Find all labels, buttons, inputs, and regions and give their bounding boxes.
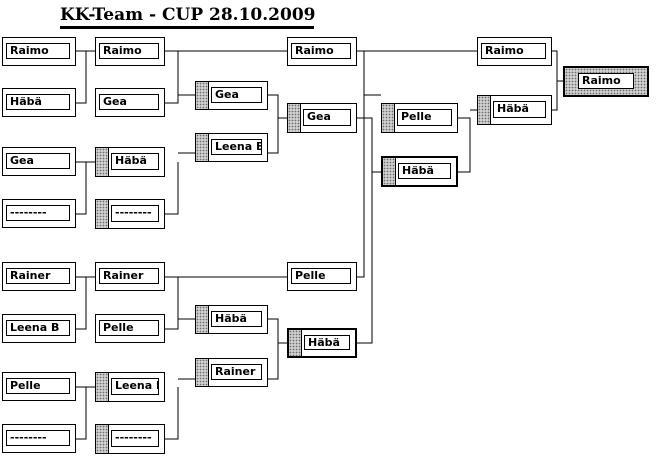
match-slot-r1-7: Pelle [2, 372, 76, 401]
player-name: Häbä [211, 311, 262, 327]
match-slot-r4-2: Gea [287, 103, 357, 133]
player-name: -------- [6, 205, 70, 221]
match-slot-r3-1: Gea [195, 81, 268, 110]
player-name: Häbä [493, 101, 546, 118]
match-slot-r1-1: Raimo [2, 37, 76, 66]
match-slot-r4-4: Häbä [287, 328, 357, 358]
match-slot-r5-1: Pelle [381, 103, 458, 133]
match-slot-r6-1: Raimo [477, 37, 552, 66]
player-name: Raimo [99, 43, 159, 59]
match-slot-r5-2: Häbä [381, 156, 458, 187]
player-name: -------- [111, 205, 159, 222]
seed-marker [96, 373, 109, 401]
player-name: Raimo [481, 43, 546, 59]
player-name: Pelle [6, 378, 70, 394]
player-name: Häbä [6, 94, 70, 110]
player-name: Pelle [397, 109, 452, 126]
match-slot-r1-5: Rainer [2, 262, 76, 291]
match-slot-r4-3: Pelle [287, 262, 357, 291]
match-slot-r3-2: Leena B [195, 133, 268, 162]
player-name: Gea [99, 94, 159, 110]
match-slot-r1-4: -------- [2, 199, 76, 228]
seed-marker [383, 158, 396, 185]
player-name: Leena B [111, 378, 159, 395]
bracket-title: KK-Team - CUP 28.10.2009 [60, 3, 316, 29]
player-name: -------- [6, 430, 70, 446]
player-name: Gea [303, 109, 351, 126]
match-slot-r1-2: Häbä [2, 88, 76, 117]
seed-marker [196, 82, 209, 109]
match-slot-r6-2: Häbä [477, 95, 552, 125]
player-name: Leena B [211, 139, 262, 155]
champion-name: Raimo [578, 73, 634, 89]
player-name: Pelle [291, 268, 351, 284]
seed-marker [382, 104, 395, 132]
seed-marker [289, 330, 302, 356]
player-name: Leena B [6, 320, 70, 336]
match-slot-r1-6: Leena B [2, 314, 76, 343]
seed-marker [196, 359, 209, 386]
seed-marker [96, 200, 109, 228]
player-name: Raimo [291, 43, 351, 59]
player-name: Rainer [99, 268, 159, 284]
match-slot-r3-4: Rainer [195, 358, 268, 387]
match-slot-r2-5: Rainer [95, 262, 165, 291]
player-name: Rainer [6, 268, 70, 284]
player-name: Gea [6, 153, 70, 169]
player-name: Rainer [211, 364, 262, 380]
champion-slot: Raimo [563, 66, 649, 97]
match-slot-r2-2: Gea [95, 88, 165, 117]
match-slot-r3-3: Häbä [195, 305, 268, 334]
player-name: Pelle [99, 320, 159, 336]
match-slot-r2-1: Raimo [95, 37, 165, 66]
match-slot-r2-7: Leena B [95, 372, 165, 402]
player-name: -------- [111, 430, 159, 447]
seed-marker [96, 148, 109, 176]
seed-marker [196, 306, 209, 333]
seed-marker [196, 134, 209, 161]
match-slot-r4-1: Raimo [287, 37, 357, 66]
seed-marker [478, 96, 491, 124]
player-name: Gea [211, 87, 262, 103]
match-slot-r2-6: Pelle [95, 314, 165, 343]
player-name: Häbä [398, 163, 451, 179]
match-slot-r1-8: -------- [2, 424, 76, 453]
match-slot-r2-3: Häbä [95, 147, 165, 177]
player-name: Raimo [6, 43, 70, 59]
player-name: Häbä [304, 335, 350, 350]
match-slot-r2-8: -------- [95, 424, 165, 454]
player-name: Häbä [111, 153, 159, 170]
match-slot-r1-3: Gea [2, 147, 76, 176]
seed-marker [96, 425, 109, 453]
match-slot-r2-4: -------- [95, 199, 165, 229]
seed-marker [288, 104, 301, 132]
